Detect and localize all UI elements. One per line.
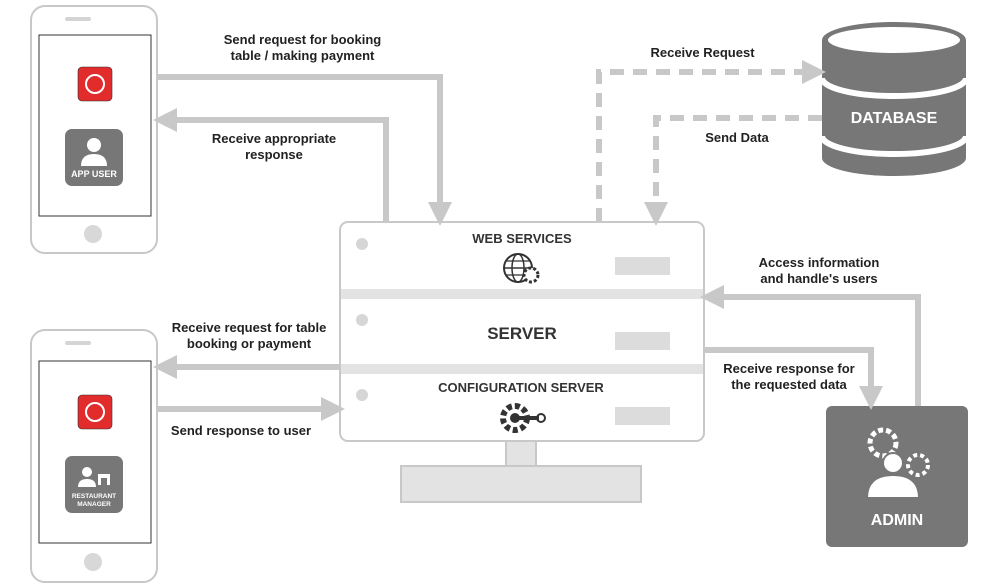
database-label: DATABASE [850,110,938,127]
admin-tile [826,406,968,547]
label-receive-response: Receive appropriate response [211,131,337,162]
label-receive-request-manager: Receive request for table booking or pay… [171,320,327,351]
tier-title-configuration-server: CONFIGURATION SERVER [438,380,604,395]
arrow-receive-response [153,108,389,222]
tier-title-web-services: WEB SERVICES [472,231,572,246]
label-send-request: Send request for booking table / making … [223,32,382,63]
users-gear-icon [865,427,930,499]
restaurant-manager-phone [30,329,158,583]
globe-gear-icon [503,253,540,284]
tier-title-server: SERVER [487,324,557,343]
server-stack [339,221,705,442]
label-access-information: Access information and handle's users [758,255,880,286]
server-stand [400,439,642,503]
label-send-data: Send Data [705,130,769,145]
admin-label: ADMIN [870,512,924,529]
label-send-response-user: Send response to user [170,423,312,438]
arrow-access-information [700,285,921,406]
label-receive-response-admin: Receive response for the requested data [723,361,855,392]
arrow-receive-response-admin [704,347,883,410]
label-receive-request-db: Receive Request [650,45,755,60]
wrench-gear-icon [500,403,546,433]
arrow-send-data [644,115,822,226]
app-user-label: APP USER [71,169,117,179]
app-user-phone [30,5,158,254]
connectors [153,74,921,421]
arrow-send-request [157,74,452,226]
dashed-connectors [596,60,826,226]
arrow-receive-request-db [596,60,826,222]
database [819,22,969,176]
restaurant-manager-label: RESTAURANT MANAGER [71,493,117,508]
